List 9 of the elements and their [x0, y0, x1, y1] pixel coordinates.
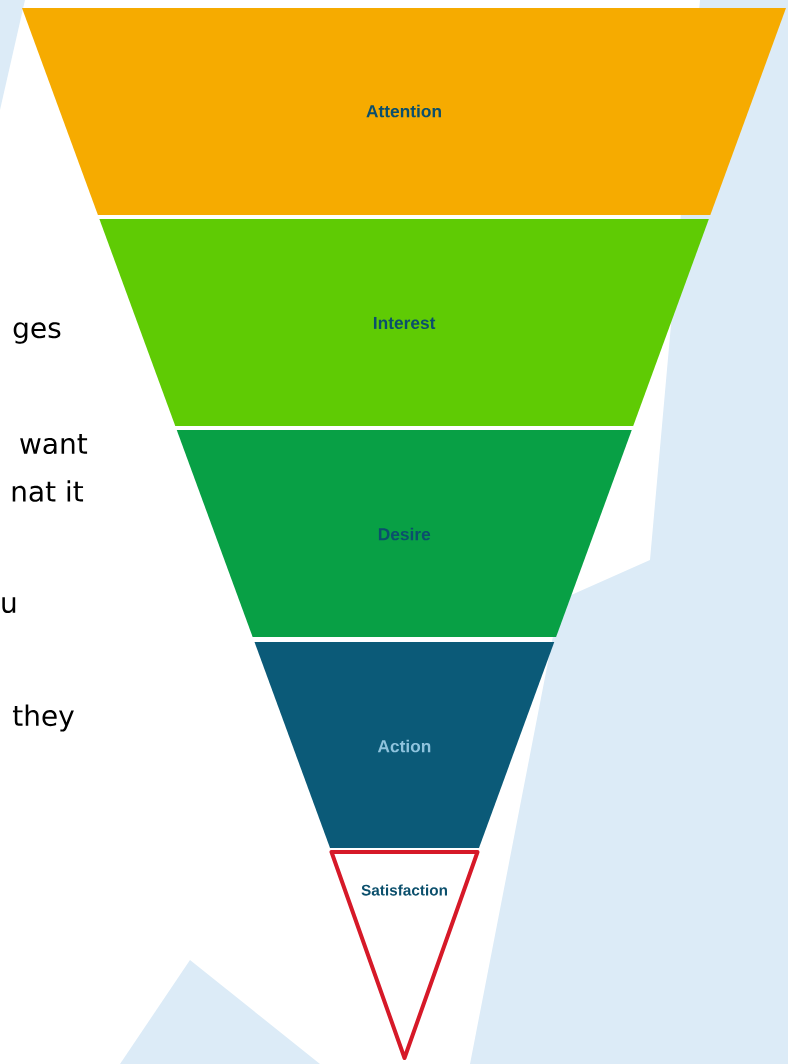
text-fragment: want [20, 434, 88, 455]
funnel-band: Action [254, 642, 555, 848]
text-fragment: u [2, 596, 16, 614]
text-fragment: they [12, 704, 74, 732]
text-fragment: nat it [12, 480, 84, 502]
funnel-band: Desire [176, 430, 632, 637]
funnel-tip-triangle: Satisfaction [329, 850, 480, 1060]
text-fragment: ges [13, 322, 61, 344]
funnel-band: Interest [99, 219, 709, 426]
